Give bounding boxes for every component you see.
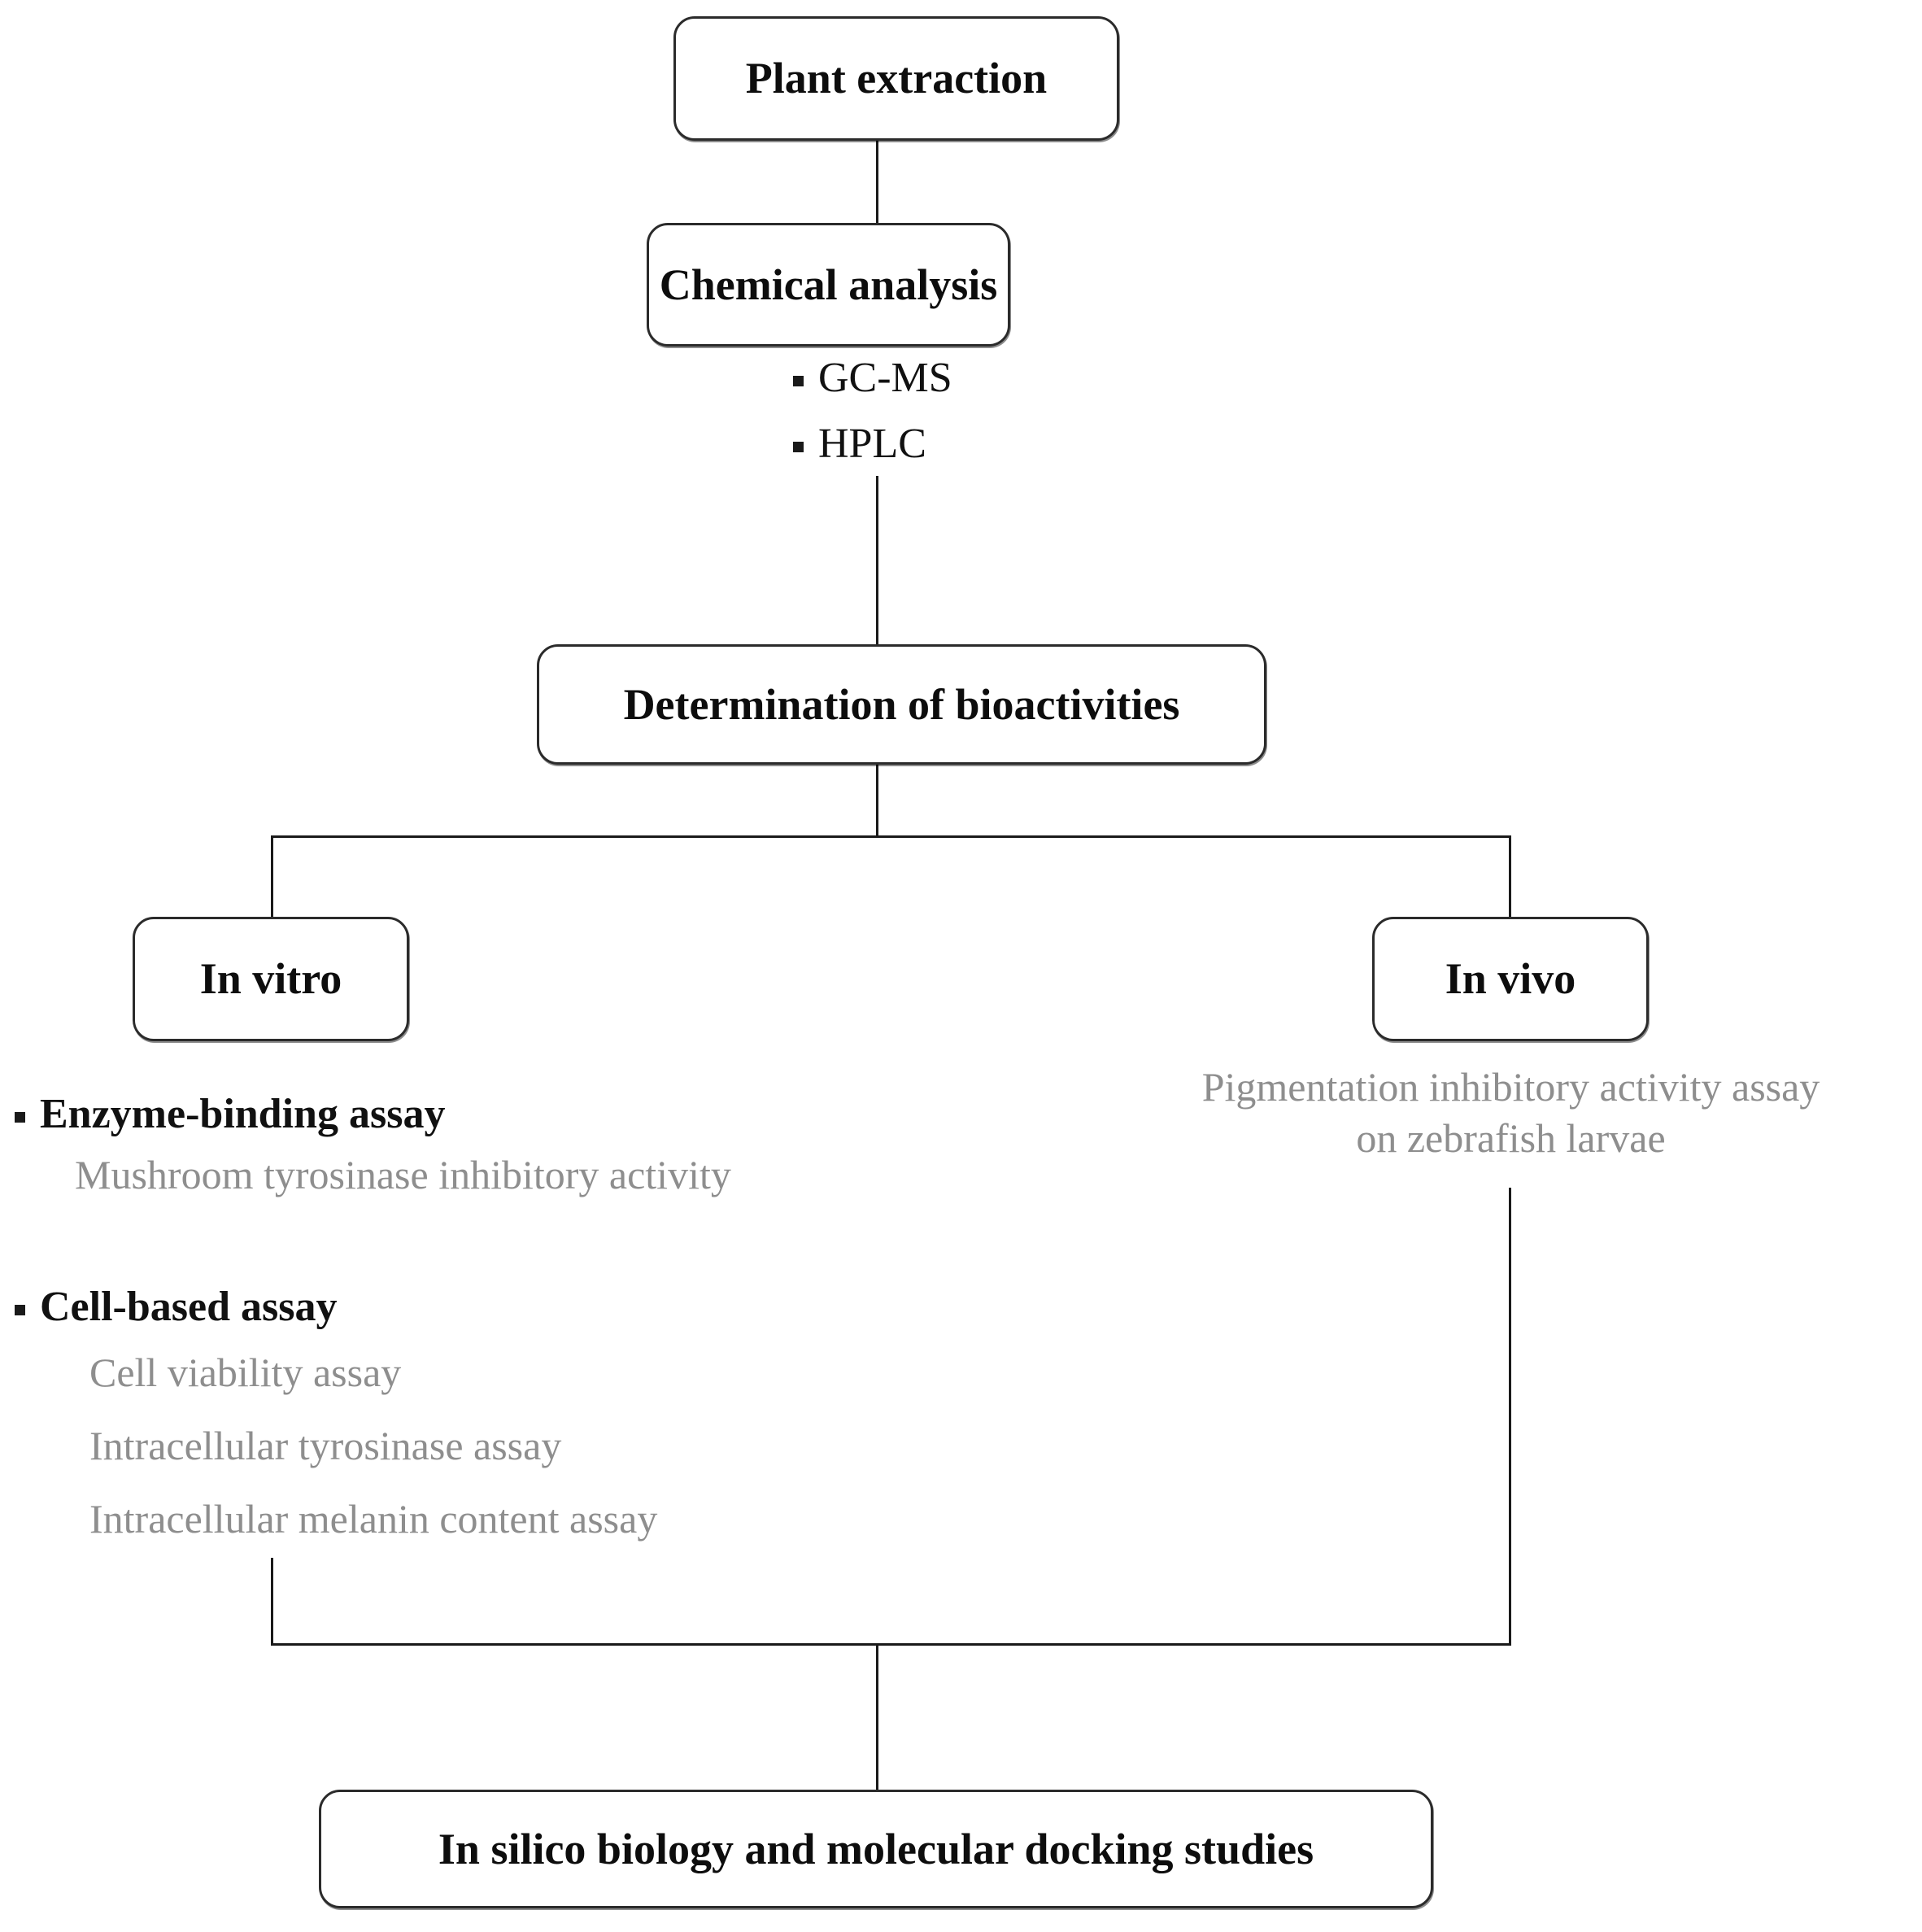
connector-analysis-to-determination (876, 476, 878, 647)
list-item: Enzyme-binding assay (15, 1090, 731, 1138)
node-in-vivo-label: In vivo (1445, 954, 1576, 1004)
in-vitro-group: Enzyme-binding assay Mushroom tyrosinase… (15, 1090, 731, 1198)
list-item: GC-MS (793, 354, 952, 402)
node-chemical-analysis[interactable]: Chemical analysis (647, 223, 1010, 347)
node-in-vitro[interactable]: In vitro (133, 917, 409, 1041)
connector-determination-down (876, 765, 878, 838)
list-item: HPLC (793, 420, 952, 468)
node-in-silico[interactable]: In silico biology and molecular docking … (319, 1790, 1433, 1908)
connector-split-right (1509, 835, 1511, 917)
square-bullet-icon (793, 442, 804, 452)
in-vitro-group-1-heading: Cell-based assay (40, 1284, 338, 1330)
in-vivo-description: Pigmentation inhibitory activity assay o… (1114, 1062, 1907, 1163)
connector-split-bar (271, 835, 1511, 838)
in-vitro-group-1-item-0: Cell viability assay (89, 1350, 402, 1395)
node-determination-label: Determination of bioactivities (623, 679, 1180, 729)
connector-split-left (271, 835, 273, 917)
node-chemical-analysis-label: Chemical analysis (659, 259, 998, 309)
connector-extraction-to-analysis (876, 141, 878, 227)
node-in-vitro-label: In vitro (199, 954, 342, 1004)
in-vitro-assay-list: Enzyme-binding assay Mushroom tyrosinase… (15, 1090, 731, 1542)
connector-merge-bar (271, 1643, 1511, 1646)
node-determination-of-bioactivities[interactable]: Determination of bioactivities (537, 644, 1266, 765)
in-vitro-group-1-item-1: Intracellular tyrosinase assay (89, 1423, 562, 1468)
square-bullet-icon (15, 1305, 25, 1315)
in-vivo-description-line-1: Pigmentation inhibitory activity assay (1201, 1064, 1820, 1110)
node-plant-extraction[interactable]: Plant extraction (673, 16, 1119, 141)
node-plant-extraction-label: Plant extraction (745, 54, 1048, 103)
in-vitro-group-1-item-2: Intracellular melanin content assay (89, 1496, 658, 1542)
square-bullet-icon (793, 376, 804, 386)
chemical-analysis-item-list: GC-MS HPLC (793, 354, 952, 468)
connector-in-vivo-down (1509, 1188, 1511, 1646)
chemical-analysis-item-0: GC-MS (818, 355, 952, 401)
square-bullet-icon (15, 1112, 25, 1123)
in-vitro-group-0-heading: Enzyme-binding assay (40, 1091, 446, 1137)
in-vivo-description-line-2: on zebrafish larvae (1356, 1114, 1666, 1161)
connector-in-vitro-down (271, 1558, 273, 1646)
node-in-vivo[interactable]: In vivo (1372, 917, 1649, 1041)
list-item: Cell-based assay (15, 1283, 731, 1331)
chemical-analysis-item-1: HPLC (818, 421, 926, 467)
in-vitro-group: Cell-based assay Cell viability assay In… (15, 1283, 731, 1542)
connector-merge-to-in-silico (876, 1643, 878, 1792)
in-vitro-group-0-item-0: Mushroom tyrosinase inhibitory activity (75, 1152, 731, 1197)
node-in-silico-label: In silico biology and molecular docking … (438, 1824, 1314, 1873)
